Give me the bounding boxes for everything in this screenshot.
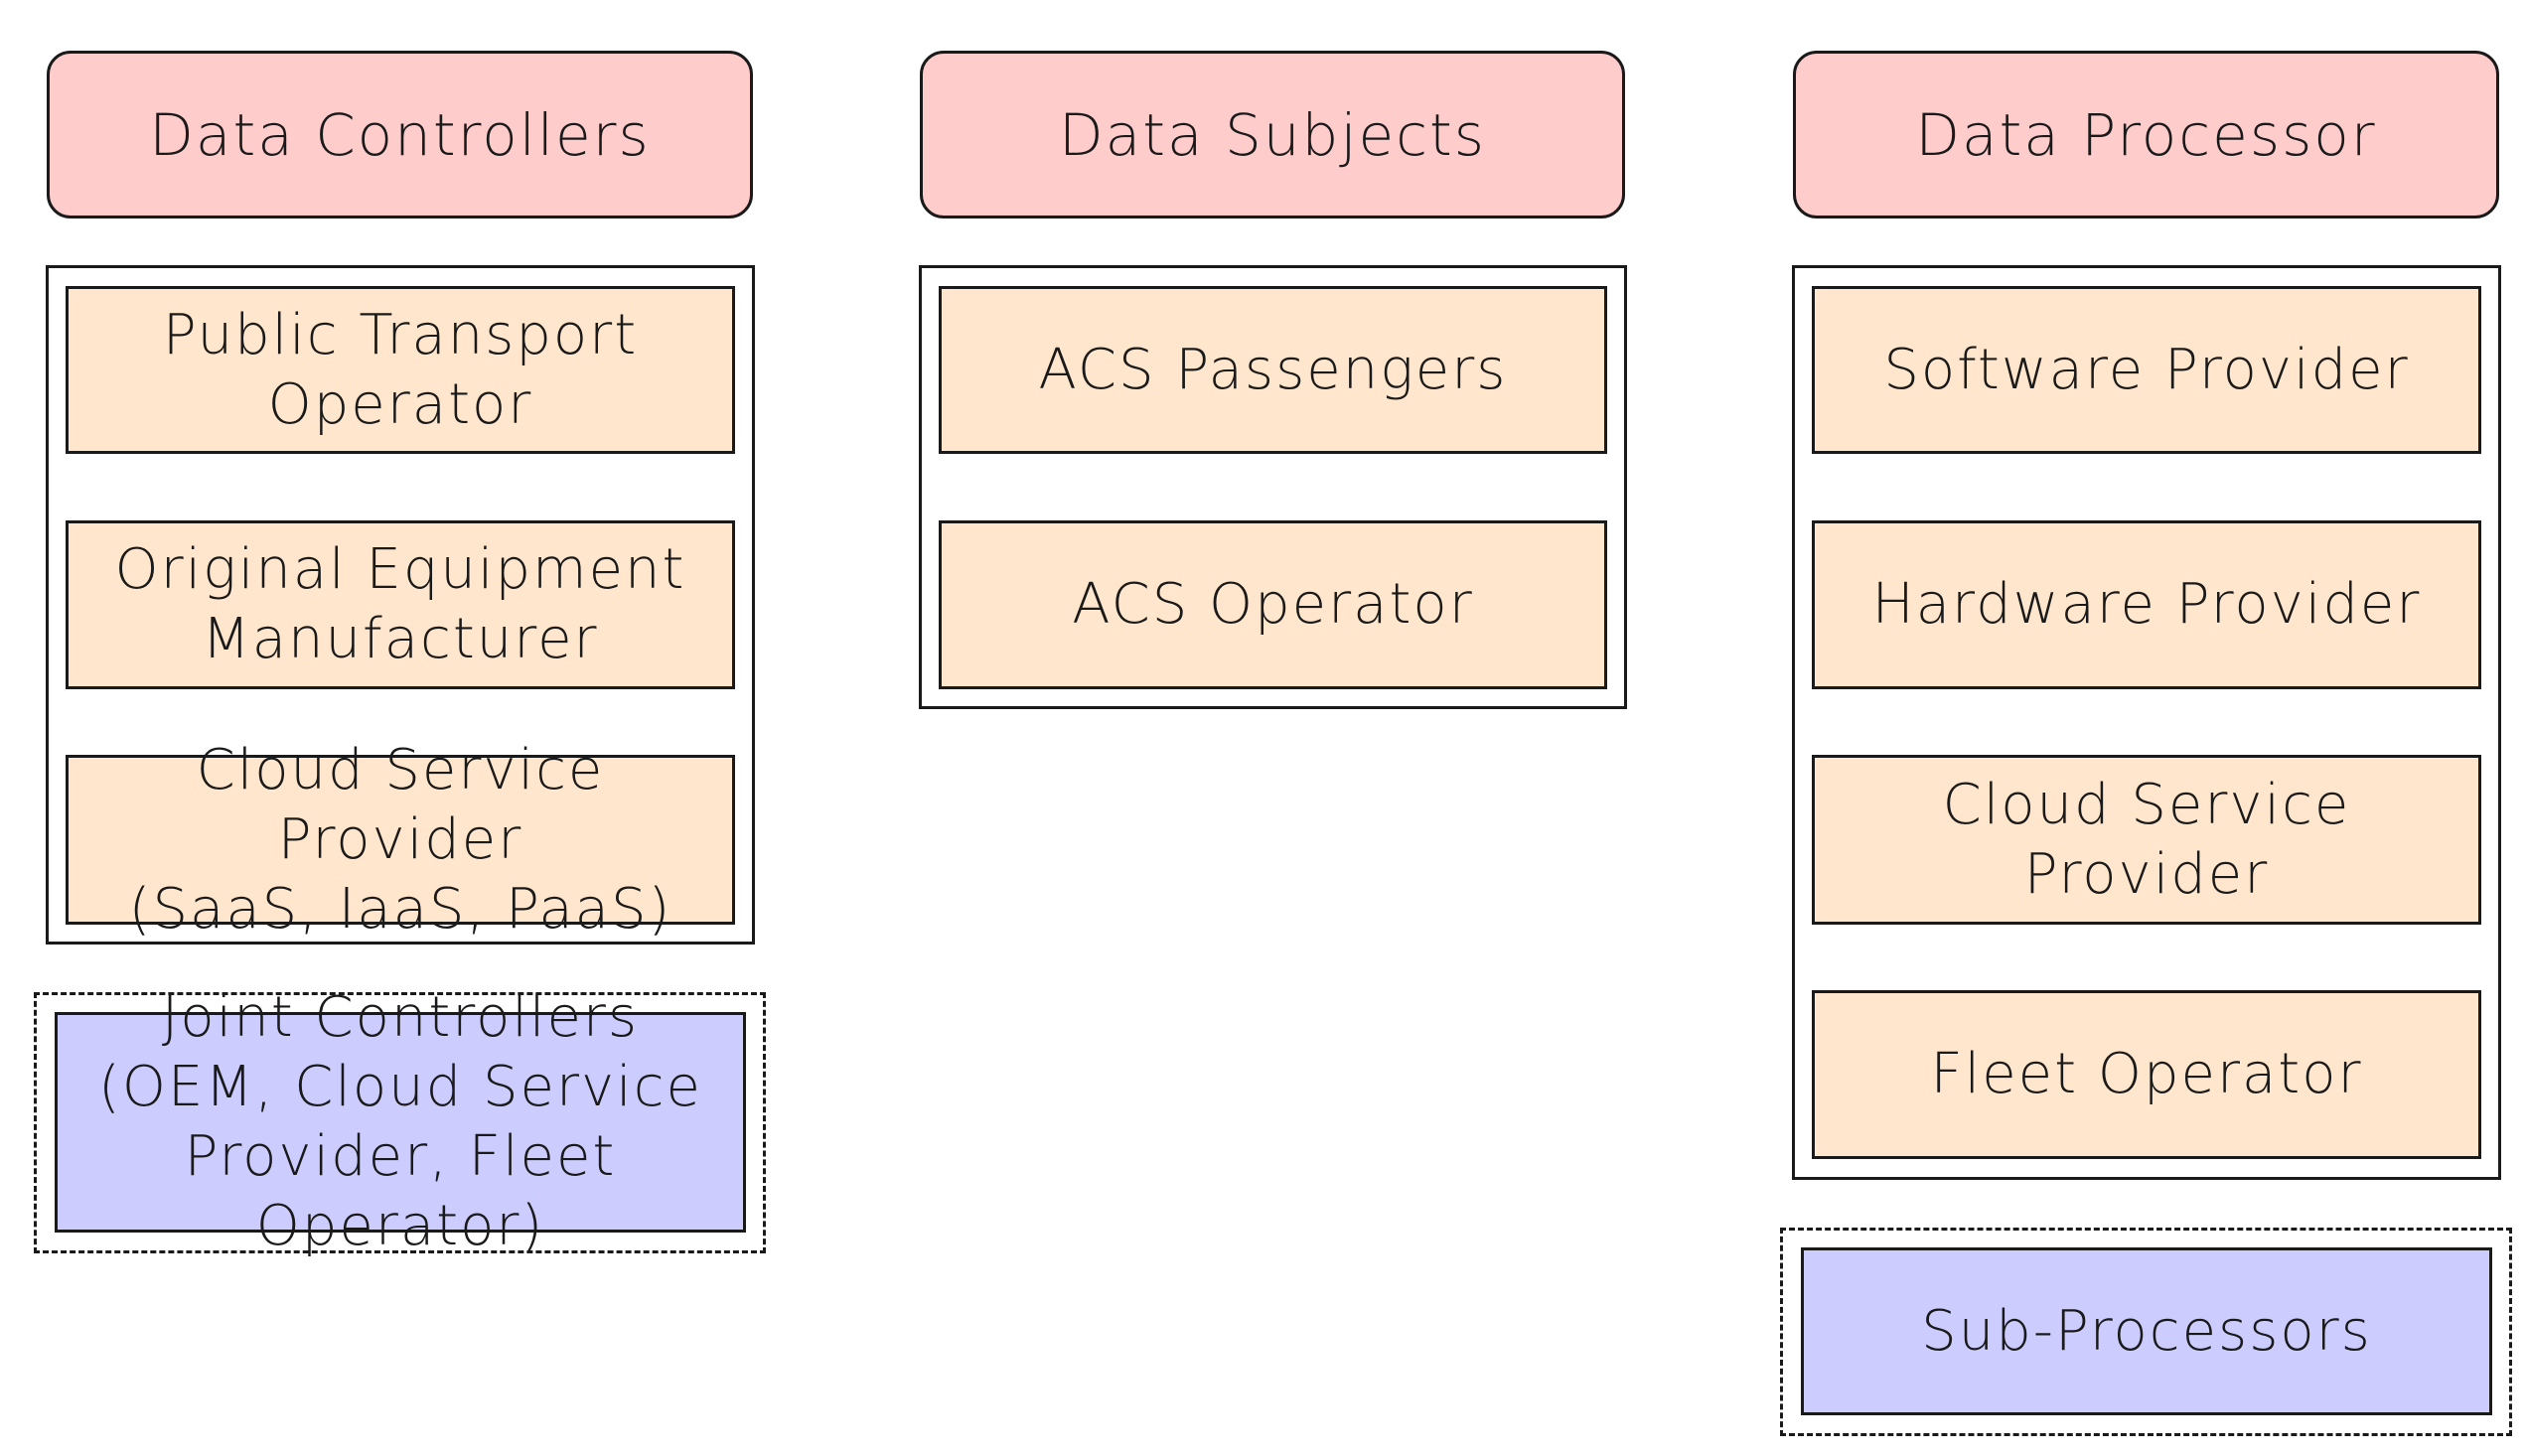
data-processor-header: Data Processor xyxy=(1793,51,2499,218)
item-line: Original Equipment xyxy=(114,537,686,602)
item-line: Public Transport xyxy=(162,302,639,367)
item-line: Provider, Fleet Operator) xyxy=(184,1124,617,1258)
item-label: Sub-Processors xyxy=(1921,1298,2372,1364)
item-label: Software Provider xyxy=(1883,337,2410,402)
acs-passengers-box: ACS Passengers xyxy=(939,286,1607,454)
data-processor-title: Data Processor xyxy=(1915,100,2377,169)
sub-processors-box: Sub-Processors xyxy=(1801,1247,2492,1415)
data-subjects-title: Data Subjects xyxy=(1059,100,1486,169)
software-provider-box: Software Provider xyxy=(1812,286,2481,454)
cloud-service-provider-processor-box: Cloud Service Provider xyxy=(1812,755,2481,925)
acs-operator-box: ACS Operator xyxy=(939,520,1607,689)
item-line: Manufacturer xyxy=(202,607,599,671)
data-controllers-header: Data Controllers xyxy=(47,51,753,218)
fleet-operator-box: Fleet Operator xyxy=(1812,990,2481,1159)
item-line: Cloud Service Provider xyxy=(196,737,605,872)
cloud-service-provider-controller-box: Cloud Service Provider (SaaS, IaaS, PaaS… xyxy=(66,738,735,942)
joint-controllers-box: Joint Controllers (OEM, Cloud Service Pr… xyxy=(55,985,746,1258)
data-subjects-header: Data Subjects xyxy=(920,51,1625,218)
item-line: (SaaS, IaaS, PaaS) xyxy=(128,876,672,942)
original-equipment-manufacturer-box: Original Equipment Manufacturer xyxy=(66,520,735,689)
item-line: Operator xyxy=(267,371,533,437)
data-controllers-title: Data Controllers xyxy=(149,100,651,169)
item-line: (OEM, Cloud Service xyxy=(98,1055,702,1119)
item-label: ACS Operator xyxy=(1072,572,1474,637)
hardware-provider-box: Hardware Provider xyxy=(1812,520,2481,689)
item-label: Fleet Operator xyxy=(1930,1042,2363,1106)
item-line: Joint Controllers xyxy=(161,985,640,1050)
item-label: Cloud Service Provider xyxy=(1942,772,2351,907)
item-label: ACS Passengers xyxy=(1038,337,1508,402)
item-label: Hardware Provider xyxy=(1871,572,2422,637)
public-transport-operator-box: Public Transport Operator xyxy=(66,286,735,454)
